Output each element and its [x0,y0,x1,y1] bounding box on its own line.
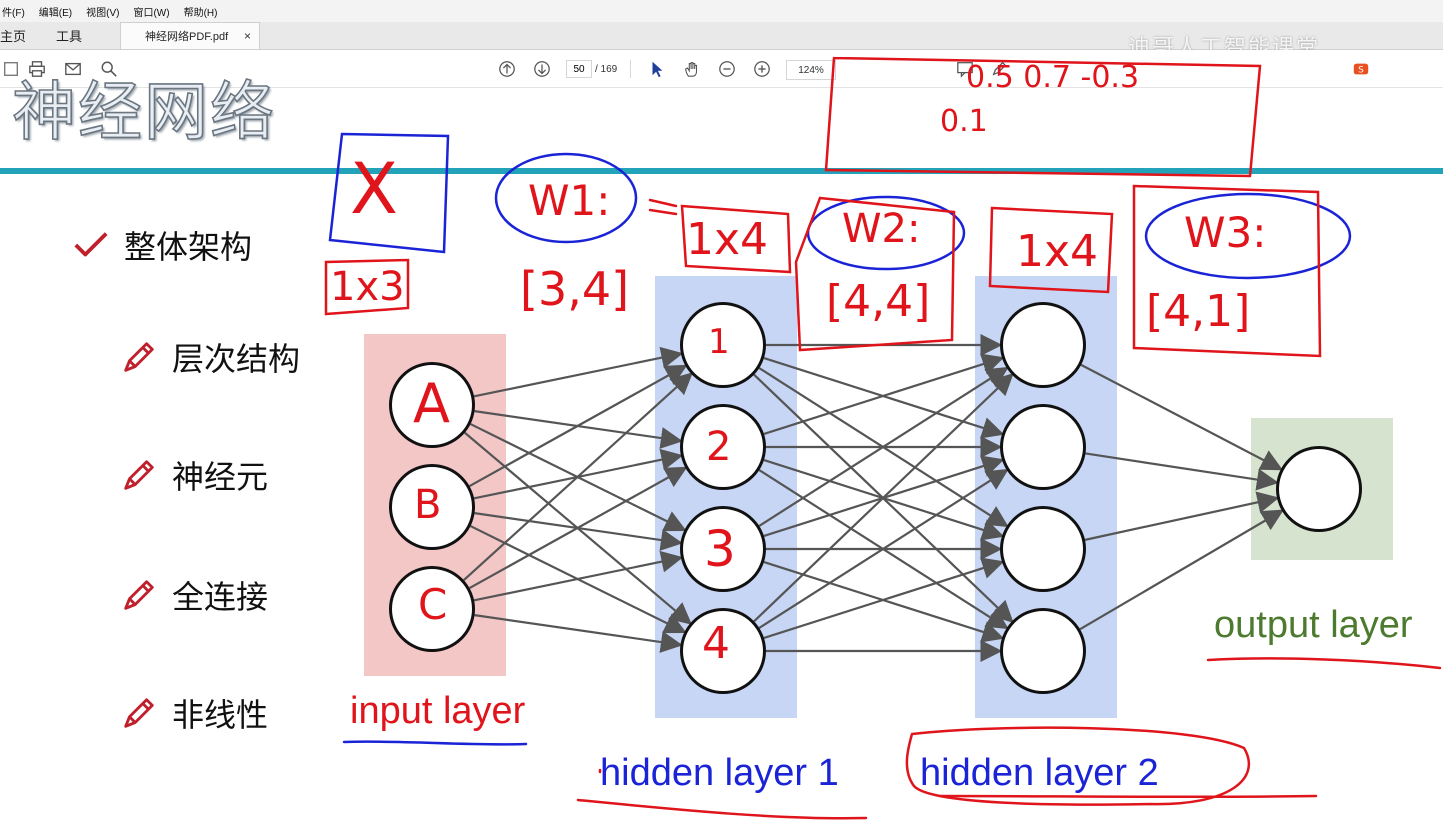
annotation-matrix-row2: 0.1 [940,104,988,139]
tab-document[interactable]: 神经网络PDF.pdf × [120,22,261,49]
node-label-c: C [418,580,448,629]
edge [474,614,683,653]
tab-bar: 主页 工具 神经网络PDF.pdf × [0,22,1443,50]
edge [469,466,688,590]
menu-edit[interactable]: 编辑(E) [38,7,73,19]
hidden2-node-3 [1000,506,1086,592]
title-divider [0,168,1443,174]
pencil-icon [124,580,154,610]
tab-home[interactable]: 主页 [0,29,27,44]
ime-icon[interactable]: S [1350,58,1372,80]
annotation-w3-shape: [4,1] [1146,286,1251,337]
annotation-h2-shape: 1x4 [1016,226,1099,277]
hidden2-node-4 [1000,608,1086,694]
annotation-x-shape: 1x3 [330,264,405,310]
annotation-w3: W3: [1184,208,1267,257]
menu-bar: 件(F) 编辑(E) 视图(V) 窗口(W) 帮助(H) [0,0,1443,22]
node-label-3: 3 [704,520,736,578]
edge [469,364,688,488]
page-total: / 169 [595,63,618,75]
hidden2-node-1 [1000,302,1086,388]
input-node-c [389,566,475,652]
bullet-label: 整体架构 [124,229,253,265]
edge [763,353,1005,435]
hidden1-node-3 [680,506,766,592]
print-icon[interactable] [26,58,48,80]
tab-tools[interactable]: 工具 [56,29,83,44]
edge [1079,509,1284,631]
pencil-icon [124,460,154,490]
annotation-w1: W1: [528,176,611,225]
bullet-label: 神经元 [172,459,269,495]
edge [1080,363,1284,471]
pencil-icon [124,698,154,728]
edge [753,373,1014,623]
bullet-neuron: 神经元 [120,452,268,498]
page-down-icon[interactable] [531,58,553,80]
zoom-in-icon[interactable] [751,58,773,80]
bullet-label: 全连接 [172,579,269,615]
output-layer-label: output layer [1214,604,1413,646]
bullet-nonlinear: 非线性 [120,690,268,736]
zoom-value: 124% [798,64,824,76]
hidden-layer-1-label: hidden layer 1 [600,752,839,794]
hidden2-node-2 [1000,404,1086,490]
annotation-h1-shape: 1x4 [686,214,769,265]
bullet-label: 非线性 [172,697,269,733]
zoom-out-icon[interactable] [716,58,738,80]
node-label-a: A [413,372,450,435]
search-icon[interactable] [98,58,120,80]
bullet-layers: 层次结构 [120,334,300,380]
edge [763,557,1005,639]
node-label-4: 4 [702,618,730,669]
annotation-x: X [350,148,398,230]
menu-view[interactable]: 视图(V) [86,7,120,19]
edge [1085,452,1279,491]
input-layer-label: input layer [350,690,526,732]
edge [1084,491,1280,541]
mail-icon[interactable] [62,58,84,80]
hidden1-node-1 [680,302,766,388]
bullet-architecture: 整体架构 [72,222,252,268]
page-up-icon[interactable] [496,58,518,80]
annotation-w1-shape: [3,4] [520,262,630,316]
edge [473,346,684,398]
page-navigator: / 169 [566,60,617,78]
page-title: 神经网络 [11,76,276,150]
select-cursor-icon[interactable] [646,58,668,80]
node-label-2: 2 [706,424,732,470]
menu-help[interactable]: 帮助(H) [183,7,218,19]
page-number-input[interactable] [566,60,592,78]
input-node-b [389,464,475,550]
output-node [1276,446,1362,532]
menu-file[interactable]: 件(F) [2,7,25,19]
hidden-layer-2-label: hidden layer 2 [920,752,1159,794]
edge [758,366,1009,527]
edge [758,468,1009,629]
input-node-a [389,362,475,448]
edge [473,550,684,602]
edge [463,372,693,581]
hidden1-node-4 [680,608,766,694]
annotation-matrix-row1: 0.5 0.7 -0.3 [966,60,1140,95]
tab-document-label: 神经网络PDF.pdf [145,31,229,43]
svg-text:S: S [1358,66,1364,76]
node-label-1: 1 [708,322,730,362]
check-icon [74,232,108,257]
menu-window[interactable]: 窗口(W) [133,7,170,19]
bullet-fully-connected: 全连接 [120,572,268,618]
node-label-b: B [414,482,442,528]
annotation-w2-shape: [4,4] [826,276,931,327]
hidden1-node-2 [680,404,766,490]
hand-tool-icon[interactable] [681,58,703,80]
save-icon[interactable] [0,58,22,80]
bullet-label: 层次结构 [172,341,301,377]
close-icon[interactable]: × [244,29,252,43]
annotation-w2: W2: [842,206,921,252]
pencil-icon [124,342,154,372]
